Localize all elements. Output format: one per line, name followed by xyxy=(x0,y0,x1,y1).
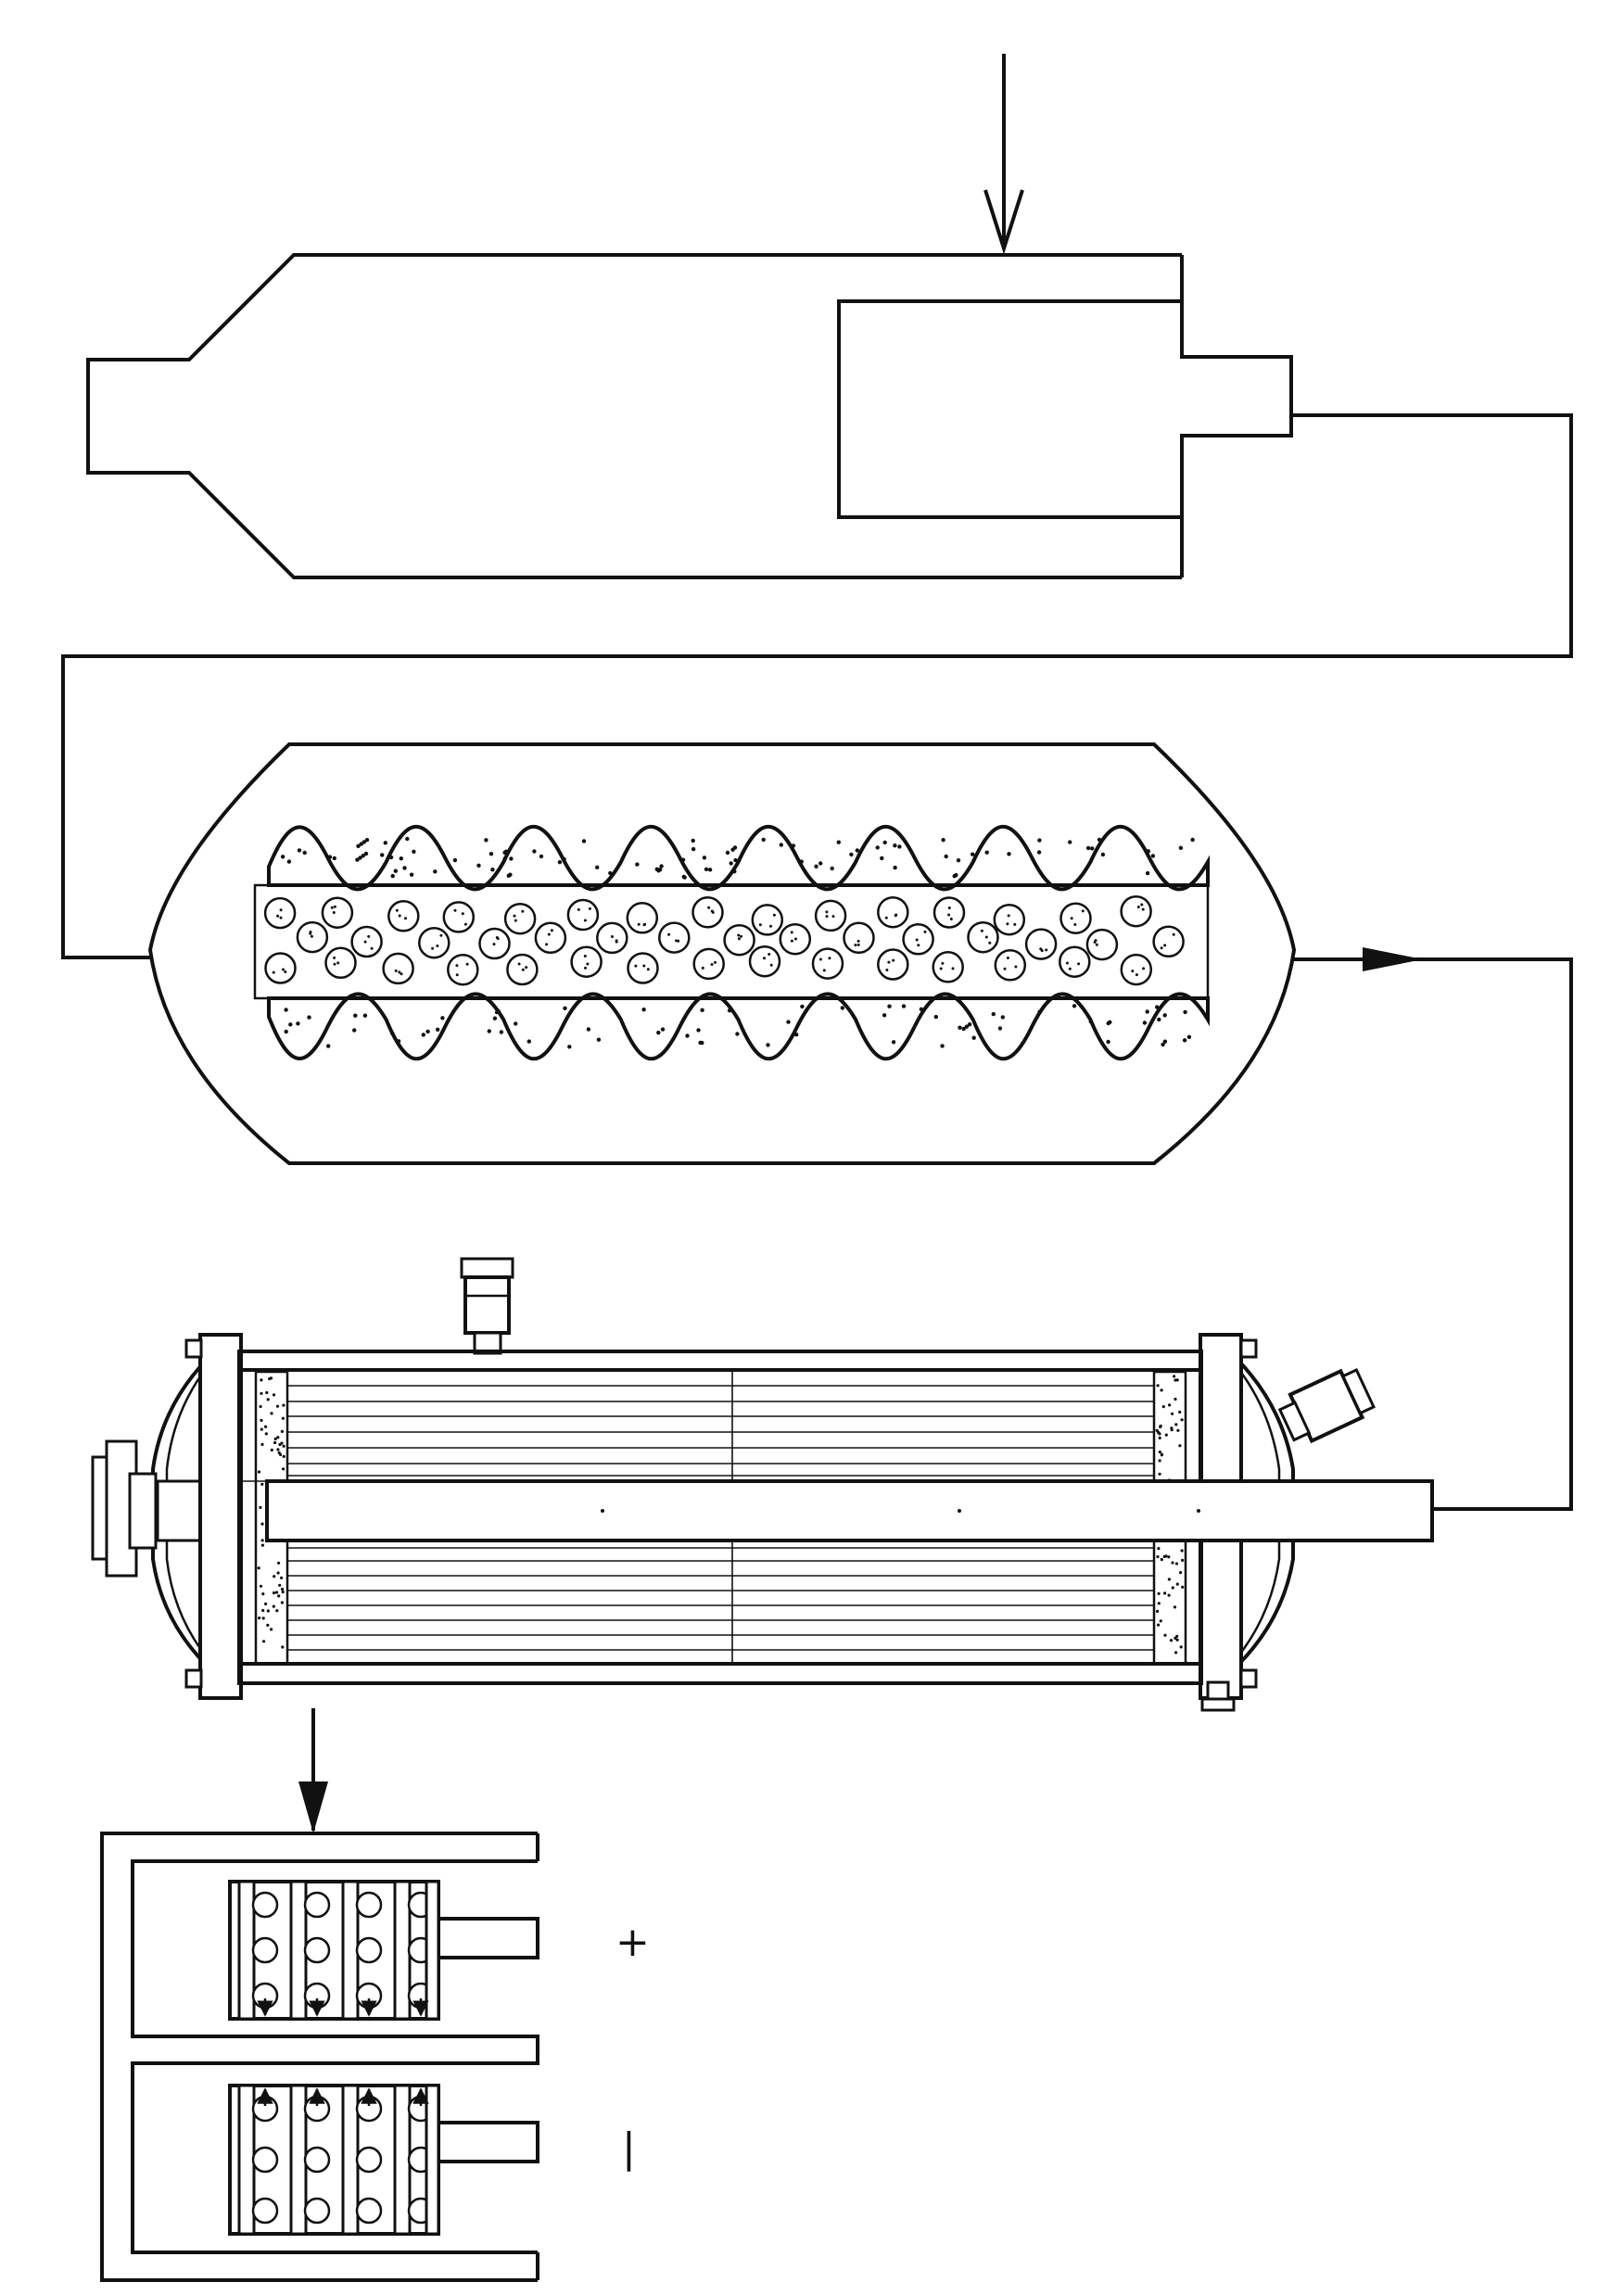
flow-arrow-right xyxy=(1363,947,1423,971)
tank-inner-chamber xyxy=(837,299,1293,519)
pipe-tank-to-vessel xyxy=(61,413,1573,959)
packed-bed-reactor xyxy=(147,742,1297,1165)
negative-electrode-label: | xyxy=(622,2124,636,2172)
pipe-vessel-to-module xyxy=(1294,957,1573,1511)
feed-tank xyxy=(86,253,1293,579)
electrochemical-cell xyxy=(100,1832,539,2282)
permeate-outlet-arrow xyxy=(298,1708,328,1833)
cathode-compartment xyxy=(228,2084,539,2236)
feed-inlet-arrow xyxy=(983,54,1024,255)
membrane-module xyxy=(91,1257,1434,1712)
porous-matrix xyxy=(267,824,1210,1061)
bead-packing xyxy=(253,883,1210,1000)
anode-compartment xyxy=(228,1880,539,2021)
positive-electrode-label: + xyxy=(615,1919,650,1966)
